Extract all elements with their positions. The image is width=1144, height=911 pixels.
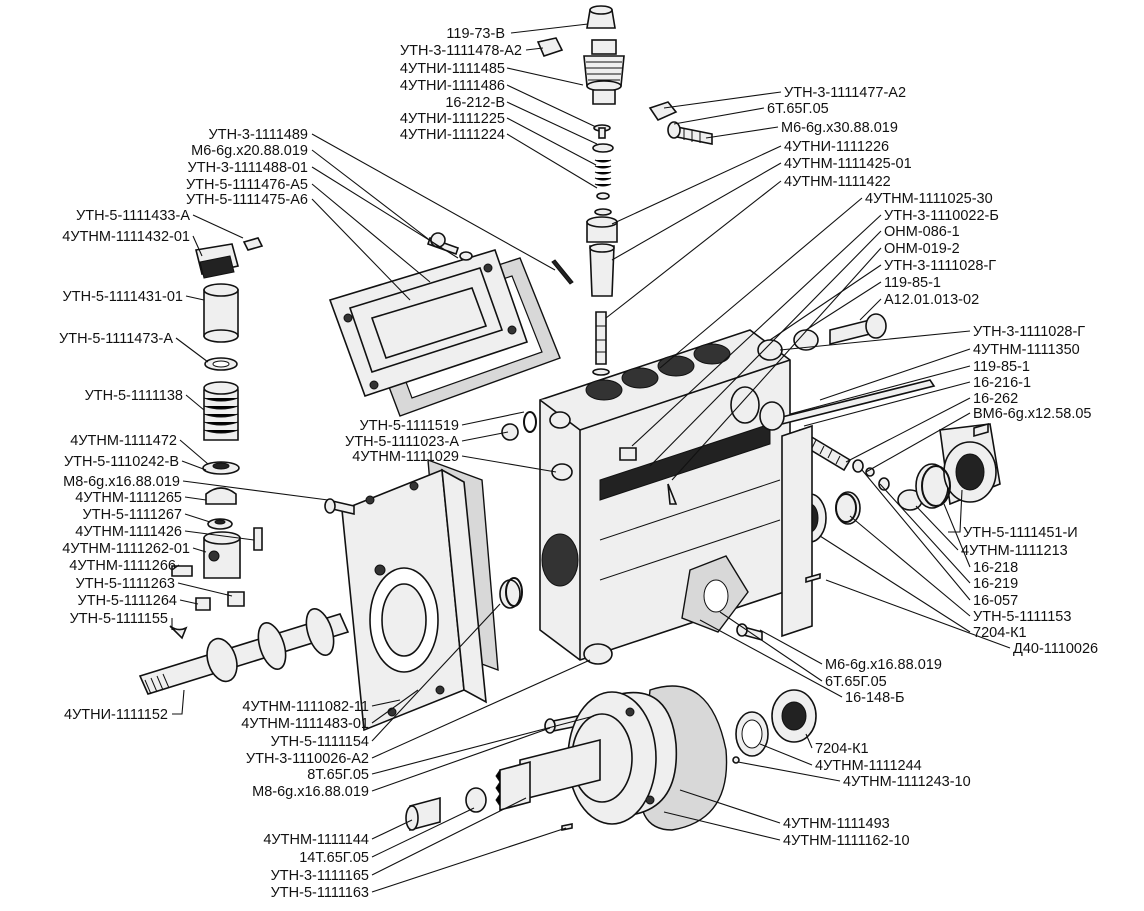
label-onm-086-1: ОНМ-086-1: [884, 224, 960, 240]
label-utn-5-1111138: УТН-5-1111138: [85, 388, 183, 404]
label-utn-5-1111433: УТН-5-1111433-А: [76, 208, 190, 224]
drive-coupling-icon: [405, 643, 817, 832]
label-utn-5-1111431: УТН-5-1111431-01: [63, 289, 183, 305]
label-utn-5-1110242: УТН-5-1110242-В: [64, 454, 179, 470]
label-4utnm-1111029: 4УТНМ-1111029: [352, 449, 459, 465]
label-d40-1110026: Д40-1110026: [1013, 641, 1098, 657]
parts-drawing: [138, 5, 1001, 832]
label-4utnm-1111262: 4УТНМ-1111262-01: [62, 541, 190, 557]
label-4utni-1111152: 4УТНИ-1111152: [64, 707, 168, 723]
label-m6-x20: М6-6g.х20.88.019: [191, 143, 308, 159]
label-utn-5-1111263: УТН-5-1111263: [76, 576, 175, 592]
label-4utnm-1111432: 4УТНМ-1111432-01: [62, 229, 190, 245]
label-14t-65g-05: 14Т.65Г.05: [299, 850, 369, 866]
label-utn-5-1111473: УТН-5-1111473-А: [59, 331, 173, 347]
label-utn-5-1111476: УТН-5-1111476-А5: [186, 177, 308, 193]
label-utn-5-1111264: УТН-5-1111264: [78, 593, 177, 609]
delivery-valve-assembly-icon: [551, 5, 625, 376]
label-utn-3-1111028-b: УТН-3-1111028-Г: [973, 324, 1085, 340]
label-utn-5-1111154: УТН-5-1111154: [271, 734, 369, 750]
leader-lines: [171, 23, 1011, 893]
label-8t-65g-05: 8Т.65Г.05: [307, 767, 369, 783]
label-utn-3-1111488: УТН-3-1111488-01: [188, 160, 308, 176]
label-4utni-1111225: 4УТНИ-1111225: [400, 111, 505, 127]
label-m6-x16: М6-6g.х16.88.019: [825, 657, 942, 673]
label-utn-3-1111165: УТН-3-1111165: [271, 868, 369, 884]
label-utn-5-1111451: УТН-5-1111451-И: [963, 525, 1078, 541]
label-16-262: 16-262: [973, 391, 1018, 407]
label-16-219: 16-219: [973, 576, 1018, 592]
label-4utnm-1111425: 4УТНМ-1111425-01: [784, 156, 912, 172]
label-6t-65g-05-a: 6Т.65Г.05: [767, 101, 829, 117]
label-4utnm-1111422: 4УТНМ-1111422: [784, 174, 891, 190]
label-4utnm-1111144: 4УТНМ-1111144: [263, 832, 369, 848]
label-16-218: 16-218: [973, 560, 1018, 576]
label-utn-3-1111477: УТН-3-1111477-А2: [784, 85, 906, 101]
label-4utnm-1111426: 4УТНМ-1111426: [75, 524, 182, 540]
label-4utnm-1111265: 4УТНМ-1111265: [75, 490, 182, 506]
label-utn-3-1110022: УТН-3-1110022-Б: [884, 208, 999, 224]
label-onm-019-2: ОНМ-019-2: [884, 241, 960, 257]
label-4utnm-1111025: 4УТНМ-1111025-30: [865, 191, 993, 207]
label-m6-x30: М6-6g.х30.88.019: [781, 120, 898, 136]
regulator-parts-icon: [169, 237, 264, 640]
label-utn-3-1111028-a: УТН-3-1111028-Г: [884, 258, 996, 274]
label-4utni-1111485: 4УТНИ-1111485: [400, 61, 505, 77]
label-utn-5-1111475: УТН-5-1111475-А6: [186, 192, 308, 208]
label-4utnm-1111162: 4УТНМ-1111162-10: [783, 833, 910, 849]
label-119-73-v: 119-73-В: [446, 26, 505, 42]
label-utn-3-1111478: УТН-3-1111478-А2: [400, 43, 522, 59]
label-m8-x16-b: М8-6g.х16.88.019: [252, 784, 369, 800]
label-4utnm-1111213: 4УТНМ-1111213: [961, 543, 1068, 559]
label-a12-01-013: А12.01.013-02: [884, 292, 979, 308]
front-flange-icon: [324, 458, 521, 732]
label-119-85-1-a: 119-85-1: [884, 275, 941, 291]
right-fittings-icon: [757, 313, 1001, 638]
label-119-85-1-b: 119-85-1: [973, 359, 1030, 375]
label-4utnm-1111243: 4УТНМ-1111243-10: [843, 774, 971, 790]
label-4utni-1111486: 4УТНИ-1111486: [400, 78, 505, 94]
label-m8-x16-a: М8-6g.х16.88.019: [63, 474, 180, 490]
label-utn-5-1111267: УТН-5-1111267: [83, 507, 182, 523]
label-16-216-1: 16-216-1: [973, 375, 1031, 391]
bracket-and-bolt-icon: [536, 37, 713, 145]
label-7204-k1-a: 7204-К1: [973, 625, 1027, 641]
label-4utni-1111224: 4УТНИ-1111224: [400, 127, 505, 143]
label-vm6-x12: ВМ6-6g.х12.58.05: [973, 406, 1092, 422]
label-utn-3-1110026: УТН-3-1110026-А2: [246, 751, 369, 767]
label-utn-5-1111163: УТН-5-1111163: [271, 885, 369, 901]
label-utn-5-1111153: УТН-5-1111153: [973, 609, 1071, 625]
label-16-212-v: 16-212-В: [445, 95, 505, 111]
label-4utnm-1111493: 4УТНМ-1111493: [783, 816, 890, 832]
cover-gasket-icon: [328, 232, 561, 417]
label-16-148-b: 16-148-Б: [845, 690, 905, 706]
label-utn-3-1111489: УТН-3-1111489: [209, 127, 308, 143]
pump-housing-icon: [539, 329, 791, 661]
label-4utnm-1111082: 4УТНМ-1111082-11: [242, 699, 369, 715]
label-4utnm-1111483: 4УТНМ-1111483-01: [241, 716, 369, 732]
label-4utni-1111226: 4УТНИ-1111226: [784, 139, 889, 155]
label-4utnm-1111472: 4УТНМ-1111472: [70, 433, 177, 449]
label-4utnm-1111350: 4УТНМ-1111350: [973, 342, 1080, 358]
label-7204-k1-b: 7204-К1: [815, 741, 869, 757]
label-utn-5-1111155: УТН-5-1111155: [70, 611, 168, 627]
label-16-057: 16-057: [973, 593, 1018, 609]
o-rings-icon: [501, 411, 951, 607]
label-utn-5-1111023: УТН-5-1111023-А: [345, 434, 459, 450]
label-4utnm-1111244: 4УТНМ-1111244: [815, 758, 922, 774]
label-utn-5-1111519: УТН-5-1111519: [360, 418, 459, 434]
part-labels: 119-73-В УТН-3-1111478-А2 4УТНИ-1111485 …: [59, 26, 1098, 901]
label-4utnm-1111266: 4УТНМ-1111266: [69, 558, 176, 574]
label-6t-65g-05-b: 6Т.65Г.05: [825, 674, 887, 690]
